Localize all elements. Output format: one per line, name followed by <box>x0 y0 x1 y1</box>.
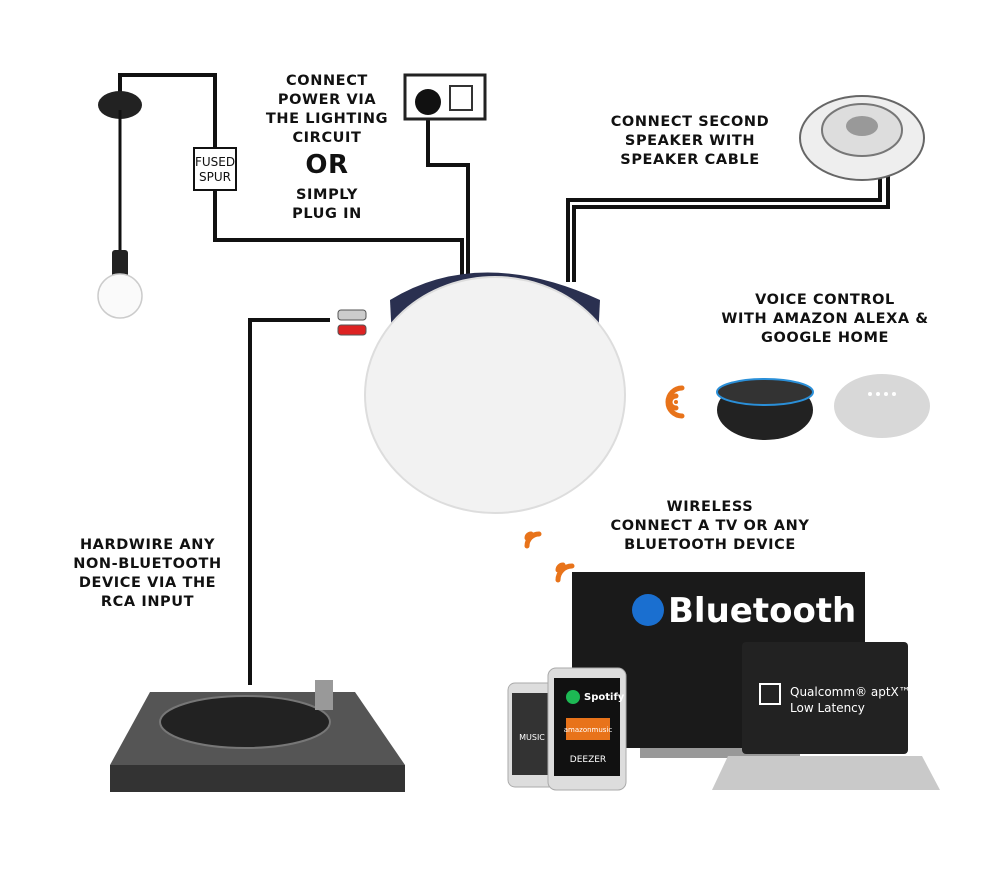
tablet-apps: Spotify amazonmusic DEEZER <box>547 667 627 791</box>
app-amazon: amazonmusic <box>564 726 613 734</box>
app-music: MUSIC <box>519 733 545 742</box>
wifi-icon-voice <box>665 385 685 419</box>
wall-socket <box>403 73 487 121</box>
amazon-echo-dot <box>716 378 814 440</box>
speaker-cable-1 <box>566 175 882 282</box>
power-label: CONNECT POWER VIA THE LIGHTING CIRCUIT <box>265 73 389 146</box>
hardwire-label: HARDWIRE ANY NON-BLUETOOTH DEVICE VIA TH… <box>73 537 222 610</box>
plug-label: SIMPLY PLUG IN <box>292 187 362 222</box>
app-spotify: Spotify <box>584 692 625 703</box>
app-deezer: DEEZER <box>570 755 606 765</box>
laptop-aptx-line2: Low Latency <box>790 701 865 715</box>
tv-bluetooth-brand: Bluetooth <box>668 591 856 631</box>
main-speaker <box>364 272 626 514</box>
wifi-icon-tv <box>555 562 575 583</box>
fused-spur-box: FUSED SPUR <box>193 147 237 191</box>
wifi-icons <box>524 385 685 583</box>
rca-wire <box>248 318 330 685</box>
laptop-aptx-line1: Qualcomm® aptX™ <box>790 685 911 699</box>
or-label: OR <box>305 150 349 180</box>
phone-apple-music: MUSIC <box>507 682 557 788</box>
second-speaker <box>799 95 925 181</box>
rca-plug <box>337 309 367 336</box>
pendant-light <box>97 91 143 319</box>
google-home-mini <box>834 374 930 438</box>
wireless-label: WIRELESS CONNECT A TV OR ANY BLUETOOTH D… <box>610 499 810 553</box>
voice-control-label: VOICE CONTROL WITH AMAZON ALEXA & GOOGLE… <box>721 292 929 346</box>
second-speaker-label: CONNECT SECOND SPEAKER WITH SPEAKER CABL… <box>610 114 770 168</box>
plug-wire <box>426 104 470 280</box>
wifi-icon-speaker <box>524 531 542 549</box>
speaker-cable-2 <box>572 175 890 282</box>
laptop: Qualcomm® aptX™ Low Latency <box>712 642 940 790</box>
turntable <box>110 680 405 792</box>
